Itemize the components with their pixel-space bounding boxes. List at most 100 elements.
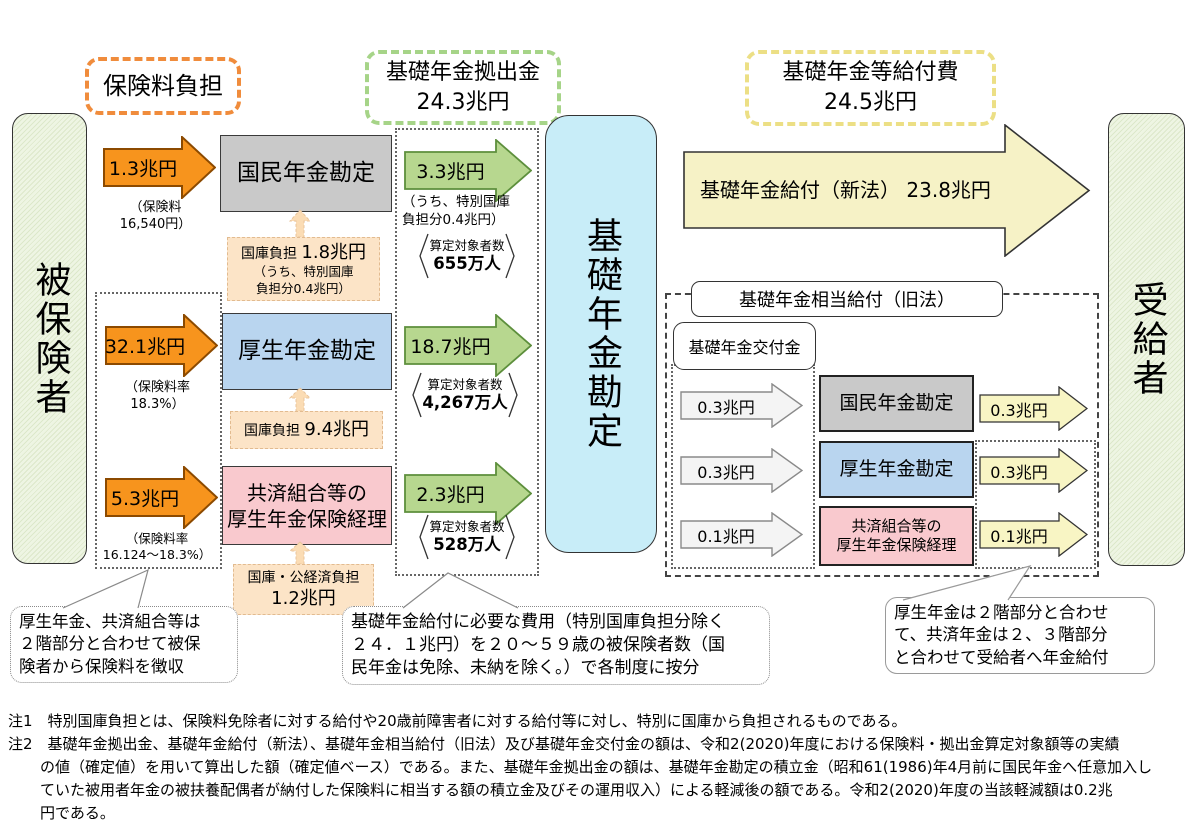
footnote-line: 円である。: [40, 804, 115, 822]
recipients-column: 受給者: [1108, 113, 1185, 566]
premium-arrow-2-amount: 32.1兆円: [104, 336, 186, 358]
right-arrow-icon: [680, 512, 803, 557]
premium-arrow-2: 32.1兆円: [105, 314, 218, 377]
targets-label: 算定対象者数: [427, 376, 503, 392]
callout-payout-pointer: [902, 565, 1032, 601]
contribution-arrow-1-amount: 3.3兆円: [416, 161, 485, 183]
premium-arrow-1-note: （保険料 16,540円）: [119, 200, 192, 232]
right-arrow-icon: [979, 448, 1088, 493]
grant-label-text: 基礎年金交付金: [688, 338, 801, 357]
right-arrow-icon: [103, 136, 216, 199]
grant-arrow-2: 0.3兆円: [680, 448, 803, 493]
account-box-kyosai: 共済組合等の 厚生年金保険経理: [222, 466, 392, 545]
premium-burden-text: 保険料負担: [103, 71, 223, 100]
old-law-title-text: 基礎年金相当給付（旧法）: [739, 290, 955, 311]
premium-arrow-2-note: （保険料率 18.3%）: [124, 380, 190, 412]
grant-arrow-2-amount: 0.3兆円: [697, 462, 755, 482]
callout-premium-pointer: [62, 568, 149, 609]
targets-value: 4,267万人: [422, 392, 508, 412]
subsidy-box-2-main: 国庫負担 9.4兆円: [244, 418, 369, 441]
recipients-text: 受給者: [1126, 281, 1168, 398]
contribution-text: 基礎年金拠出金 24.3兆円: [385, 59, 540, 115]
out-arrow-3-amount: 0.1兆円: [990, 526, 1048, 546]
right-arrow-icon: [979, 512, 1088, 557]
contribution-arrow-1-note: （うち、特別国庫 負担分0.4兆円）: [402, 194, 510, 228]
premium-arrow-1-amount: 1.3兆円: [108, 158, 178, 180]
up-arrow-icon: [289, 209, 311, 238]
out-arrows-group-box: [975, 440, 1096, 569]
new-law-benefit-arrow: 基礎年金給付（新法） 23.8兆円: [683, 124, 1091, 257]
grant-label-box: 基礎年金交付金: [673, 322, 816, 370]
subsidy-box-2: 国庫負担 9.4兆円: [230, 411, 383, 449]
out-arrow-2-amount: 0.3兆円: [990, 462, 1048, 482]
contribution-label: 基礎年金拠出金 24.3兆円: [365, 50, 561, 125]
old-law-account-kosei: 厚生年金勘定: [819, 441, 974, 498]
grant-arrow-1-amount: 0.3兆円: [697, 397, 755, 417]
subsidy-box-2-label: 国庫負担: [243, 423, 300, 440]
targets-note-3: 算定対象者数 528万人: [406, 514, 528, 560]
benefit-cost-label: 基礎年金等給付費 24.5兆円: [745, 50, 996, 126]
premium-group-box: [95, 292, 222, 569]
targets-value: 528万人: [433, 534, 501, 554]
targets-note-3-text: 算定対象者数 528万人: [429, 519, 504, 555]
old-law-account-kosei-text: 厚生年金勘定: [839, 457, 954, 480]
old-law-account-kokumin: 国民年金勘定: [819, 375, 974, 432]
footnote-line: ていた被用者年金の被扶養配偶者が納付した保険料に相当する額の積立金及びその運用収…: [40, 781, 1113, 799]
right-arrow-icon: [680, 448, 803, 493]
right-arrow-icon: [404, 462, 532, 525]
subsidy-box-3-label: 国庫・公経済負担: [247, 569, 360, 586]
old-law-title-box: 基礎年金相当給付（旧法）: [691, 281, 1003, 317]
premium-arrow-1: 1.3兆円: [103, 136, 216, 199]
targets-note-1-text: 算定対象者数 655万人: [429, 238, 504, 274]
targets-note-1: 算定対象者数 655万人: [408, 233, 526, 279]
subsidy-box-1-label: 国庫負担: [240, 246, 297, 263]
callout-allocation-pointer: [402, 572, 519, 609]
targets-note-2-text: 算定対象者数 4,267万人: [422, 377, 507, 413]
old-law-account-kokumin-text: 国民年金勘定: [839, 391, 954, 414]
account-box-kokumin: 国民年金勘定: [220, 135, 392, 212]
angle-bracket-right-icon: [504, 233, 515, 279]
account-box-kokumin-text: 国民年金勘定: [237, 160, 375, 187]
targets-label: 算定対象者数: [429, 237, 505, 253]
grant-arrow-3: 0.1兆円: [680, 512, 803, 557]
benefit-cost-text: 基礎年金等給付費 24.5兆円: [782, 60, 959, 115]
new-law-benefit-text: 基礎年金給付（新法） 23.8兆円: [700, 178, 991, 202]
footnotes: 注1 特別国庫負担とは、保険料免除者に対する給付や20歳前障害者に対する給付等に…: [8, 710, 1196, 825]
insured-column: 被保険者: [12, 113, 87, 564]
right-arrow-icon: [680, 383, 803, 428]
basic-pension-account-text: 基礎年金勘定: [581, 217, 622, 451]
out-arrow-2: 0.3兆円: [979, 448, 1088, 493]
out-arrow-1-amount: 0.3兆円: [990, 400, 1048, 420]
targets-value: 655万人: [433, 253, 501, 273]
subsidy-box-1: 国庫負担 1.8兆円 （うち、特別国庫 負担分0.4兆円）: [227, 237, 380, 301]
subsidy-box-1-extra: （うち、特別国庫 負担分0.4兆円）: [253, 264, 354, 296]
angle-bracket-left-icon: [412, 372, 423, 418]
premium-burden-label: 保険料負担: [85, 57, 241, 115]
angle-bracket-right-icon: [504, 514, 515, 560]
right-arrow-icon: [683, 124, 1091, 257]
contribution-group-box: [395, 128, 539, 576]
insured-text: 被保険者: [29, 260, 71, 417]
subsidy-box-2-value: 9.4兆円: [304, 419, 370, 441]
contribution-arrow-3: 2.3兆円: [404, 462, 532, 525]
subsidy-up-arrow-1: [289, 209, 311, 238]
premium-arrow-3-note: （保険料率 16.124～18.3%）: [102, 531, 212, 563]
right-arrow-icon: [404, 314, 532, 377]
right-arrow-icon: [105, 466, 218, 529]
footnote-line: 注1 特別国庫負担とは、保険料免除者に対する給付や20歳前障害者に対する給付等に…: [8, 712, 907, 730]
contribution-arrow-2-amount: 18.7兆円: [410, 336, 491, 358]
right-arrow-icon: [105, 314, 218, 377]
subsidy-up-arrow-2: [289, 387, 311, 412]
footnote-line: 注2 基礎年金拠出金、基礎年金給付（新法）、基礎年金相当給付（旧法）及び基礎年金…: [8, 735, 1120, 753]
subsidy-up-arrow-3: [289, 541, 311, 565]
out-arrow-1: 0.3兆円: [979, 386, 1088, 431]
subsidy-box-1-value: 1.8兆円: [301, 242, 367, 264]
footnote-line: の値（確定値）を用いて算出した額（確定値ベース）である。また、基礎年金拠出金の額…: [40, 758, 1153, 776]
callout-allocation-note: 基礎年金給付に必要な費用（特別国庫負担分除く ２４．１兆円）を２０～５９歳の被保…: [342, 606, 770, 685]
subsidy-box-1-main: 国庫負担 1.8兆円: [241, 241, 366, 264]
angle-bracket-left-icon: [419, 514, 430, 560]
grant-arrow-1: 0.3兆円: [680, 383, 803, 428]
old-law-account-kyosai: 共済組合等の 厚生年金保険経理: [819, 506, 974, 566]
right-arrow-icon: [404, 139, 532, 202]
